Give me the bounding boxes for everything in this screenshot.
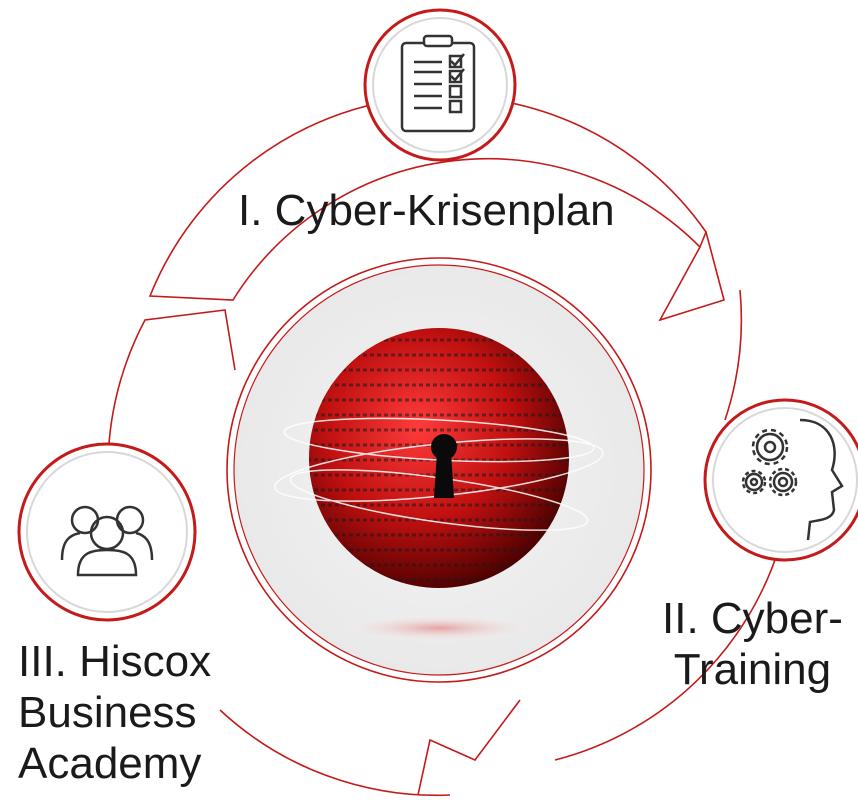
arrow-segment-right xyxy=(724,289,743,421)
globe-shadow xyxy=(334,614,544,642)
arrow-segment-top-tip xyxy=(658,231,725,322)
step-1-icon-circle xyxy=(363,8,517,162)
step-3-label-line-2: Business xyxy=(18,688,197,738)
arrow-segment-right-lower xyxy=(554,544,781,761)
step-2-icon-circle xyxy=(703,398,858,562)
arrow-segment-bottom xyxy=(417,699,521,796)
step-1-label: I. Cyber-Krisenplan xyxy=(238,185,615,236)
center-outer-ring xyxy=(226,257,652,683)
step-3-label: III. Hiscox Business Academy xyxy=(18,636,211,789)
clipboard-checklist-icon xyxy=(400,34,476,133)
step-2-label: II. Cyber- Training xyxy=(662,593,843,695)
step-1-label-text: I. Cyber-Krisenplan xyxy=(238,186,615,235)
people-group-icon xyxy=(60,505,154,577)
gears-head-icon xyxy=(741,418,844,541)
keyhole-icon xyxy=(431,434,457,498)
step-2-label-line-1: II. Cyber- xyxy=(662,594,843,643)
step-3-label-line-1: III. Hiscox xyxy=(18,637,212,686)
arrow-segment-bottom-2 xyxy=(219,709,451,797)
step-3-label-line-3: Academy xyxy=(18,739,202,789)
arrow-segment-top xyxy=(148,95,707,301)
step-2-label-line-2: Training xyxy=(673,645,832,695)
step-3-icon-circle xyxy=(17,442,197,622)
